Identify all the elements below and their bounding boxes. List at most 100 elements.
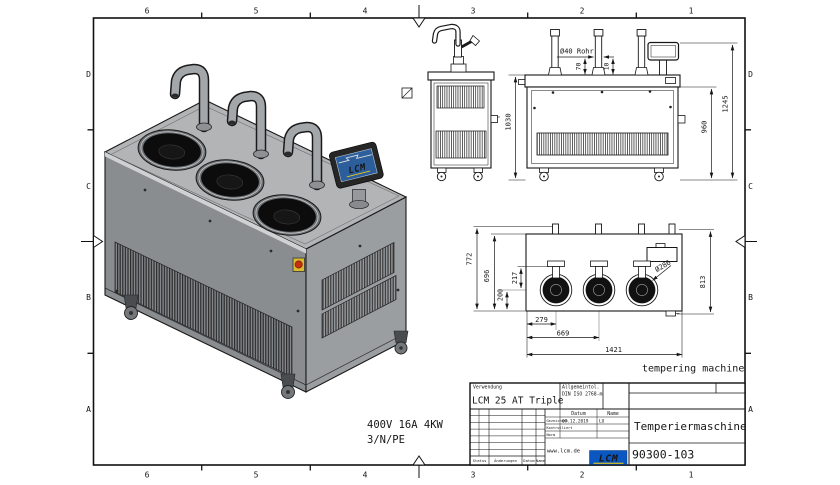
part-title: Temperiermaschine [634, 420, 747, 433]
caster [123, 294, 139, 320]
pot [137, 129, 207, 171]
dim-200: 200 [497, 289, 505, 301]
rev-status-label: Status [473, 458, 487, 463]
pot [252, 194, 322, 236]
rev-changes-label: Änderungen [494, 458, 517, 463]
dim-279: 279 [535, 316, 548, 324]
website: www.lcm.de [547, 449, 580, 455]
drawn-label: Gezeichnet [547, 419, 569, 423]
caster [393, 330, 409, 355]
col-label: 5 [254, 471, 259, 480]
col-label: 3 [471, 7, 476, 16]
sheet-frame: 6 5 4 3 2 1 6 5 4 3 2 1 D C B A D C B A [81, 5, 757, 480]
power-note-line1: 400V 16A 4KW [367, 419, 444, 431]
drawn-name: LU [599, 418, 605, 424]
dim-pipe-label: Ø40 Rohr [560, 48, 594, 56]
notes: 400V 16A 4KW 3/N/PE tempering machine [367, 364, 744, 447]
col-label: 6 [145, 7, 150, 16]
display-screen [334, 148, 378, 183]
tap [431, 23, 481, 73]
top-view-dims: 772 696 217 200 279 669 1421 Ø286 813 [466, 226, 714, 358]
row-label: B [86, 293, 91, 302]
drain-valve [490, 115, 498, 123]
power-socket [665, 77, 676, 84]
pipe [226, 90, 269, 160]
col-datum: Datum [571, 411, 586, 417]
col-label: 2 [580, 7, 585, 16]
caster [436, 167, 483, 182]
front-view: Ø40 Rohr 70 10 1030 960 1245 [504, 29, 738, 182]
checked-label: Kontrolliert [547, 426, 573, 430]
pipe-2d [548, 29, 649, 76]
iso-view: LCM [103, 63, 409, 399]
model-name: LCM 25 AT Triple [472, 396, 564, 407]
row-label: A [748, 405, 753, 414]
norm-label: Norm [547, 433, 556, 437]
dim-70: 70 [575, 63, 583, 71]
verwendung-label: Verwendung [473, 385, 502, 391]
pot-top [539, 273, 659, 307]
rev-datum-label: Datum [523, 458, 535, 463]
lcm-logo-text: LCM [599, 454, 619, 465]
col-name: Name [607, 411, 619, 417]
drain-connector [665, 310, 676, 317]
caption-english: tempering machine [642, 364, 744, 375]
lcm-logo: LCM [589, 450, 628, 465]
row-label: D [748, 70, 753, 79]
col-label: 4 [363, 7, 368, 16]
screw-dots [533, 90, 672, 110]
vent-grille [536, 132, 669, 156]
caster [539, 167, 664, 182]
dim-772: 772 [466, 253, 474, 266]
row-label: B [748, 293, 753, 302]
centering-marks [81, 5, 757, 478]
drawn-date: 09.12.2019 [562, 418, 589, 424]
row-label: C [86, 182, 91, 191]
col-label: 5 [254, 7, 259, 16]
pipe [282, 121, 325, 191]
tolerance-label: Allgemeintol. [562, 385, 600, 391]
front-view-dims: Ø40 Rohr 70 10 1030 960 1245 [504, 42, 738, 181]
drawing-number: 90300-103 [632, 448, 694, 462]
display-top [646, 243, 678, 262]
display-2d [647, 41, 680, 75]
side-fitting [677, 115, 686, 124]
pot [195, 159, 265, 201]
dim-696: 696 [483, 270, 491, 283]
dim-1030: 1030 [504, 113, 513, 130]
tap-top [547, 260, 651, 279]
side-view [401, 23, 500, 182]
tolerance-value: DIN ISO 2768-m [562, 392, 603, 398]
vent-grille [435, 130, 487, 159]
dim-1421: 1421 [605, 346, 622, 354]
grid-labels: 6 5 4 3 2 1 6 5 4 3 2 1 D C B A D C B A [86, 7, 753, 480]
side-vents [321, 241, 397, 339]
col-label: 3 [471, 471, 476, 480]
col-label: 1 [689, 7, 694, 16]
title-block: Verwendung LCM 25 AT Triple Allgemeintol… [469, 382, 747, 466]
dim-217: 217 [511, 272, 519, 284]
col-label: 6 [145, 471, 150, 480]
pipe [169, 63, 212, 133]
dim-1245: 1245 [721, 95, 730, 112]
dim-10: 10 [603, 63, 611, 71]
col-label: 4 [363, 471, 368, 480]
power-note-line2: 3/N/PE [367, 434, 405, 446]
dim-960: 960 [700, 121, 709, 134]
dim-669: 669 [557, 329, 570, 337]
revision-row-labels: Status Änderungen Datum Name [473, 458, 546, 463]
col-label: 1 [689, 471, 694, 480]
emergency-stop [292, 257, 305, 272]
row-label: C [748, 182, 753, 191]
caster [280, 373, 296, 399]
screw-dots [115, 188, 400, 313]
rev-name-label: Name [536, 458, 546, 463]
row-label: D [86, 70, 91, 79]
dim-813: 813 [699, 276, 707, 289]
col-label: 2 [580, 471, 585, 480]
row-label: A [86, 405, 91, 414]
top-view: 772 696 217 200 279 669 1421 Ø286 813 [466, 223, 714, 358]
control-display: LCM [328, 141, 384, 210]
